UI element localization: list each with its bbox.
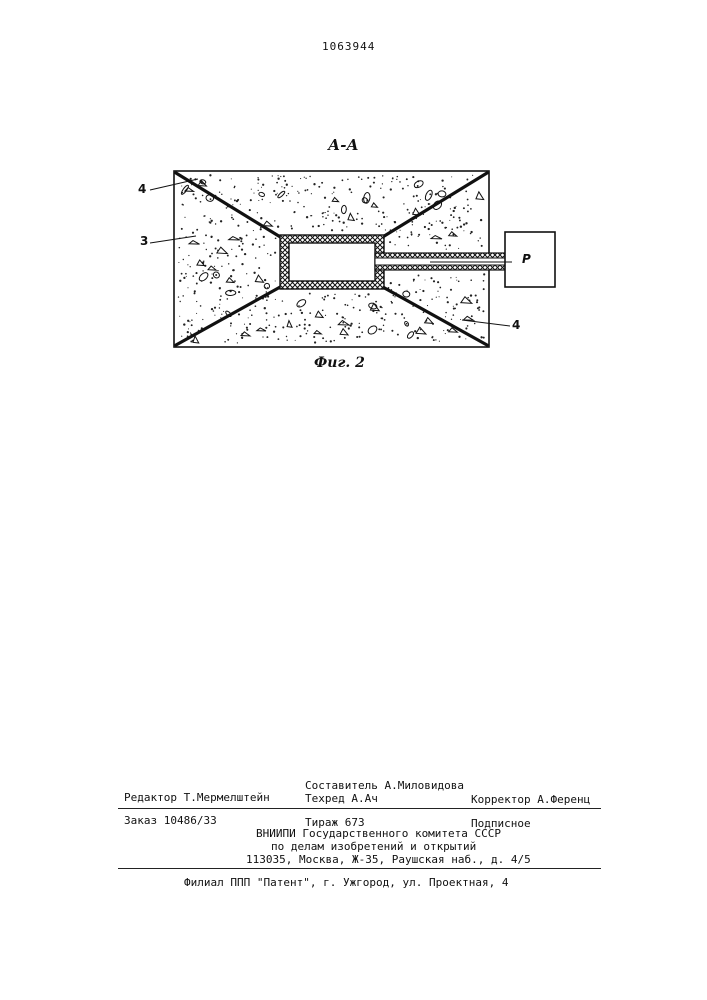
callout-3: 3 [140,234,148,248]
corrector: Корректор А.Ференц [471,793,590,806]
order-number: Заказ 10486/33 [124,814,217,827]
colophon-rule-bottom [118,868,601,869]
compiler: Составитель А.Миловидова [305,779,464,792]
cross-section-drawing [0,0,707,400]
org-line-1: ВНИИПИ Государственного комитета СССР [256,827,501,840]
colophon-rule-top [118,808,601,809]
callout-4-top: 4 [138,182,146,196]
callout-4-bottom: 4 [512,318,520,332]
branch-line: Филиал ППП "Патент", г. Ужгород, ул. Про… [184,876,509,889]
callout-p: P [522,252,531,266]
figure-caption: Фиг. 2 [314,355,365,371]
chamber-cavity [289,243,375,281]
editor: Редактор Т.Мермелштейн [124,791,270,804]
org-line-2: по делам изобретений и открытий [271,840,476,853]
tech-editor: Техред А.Ач [305,792,378,805]
org-address: 113035, Москва, Ж-35, Раушская наб., д. … [246,853,531,866]
